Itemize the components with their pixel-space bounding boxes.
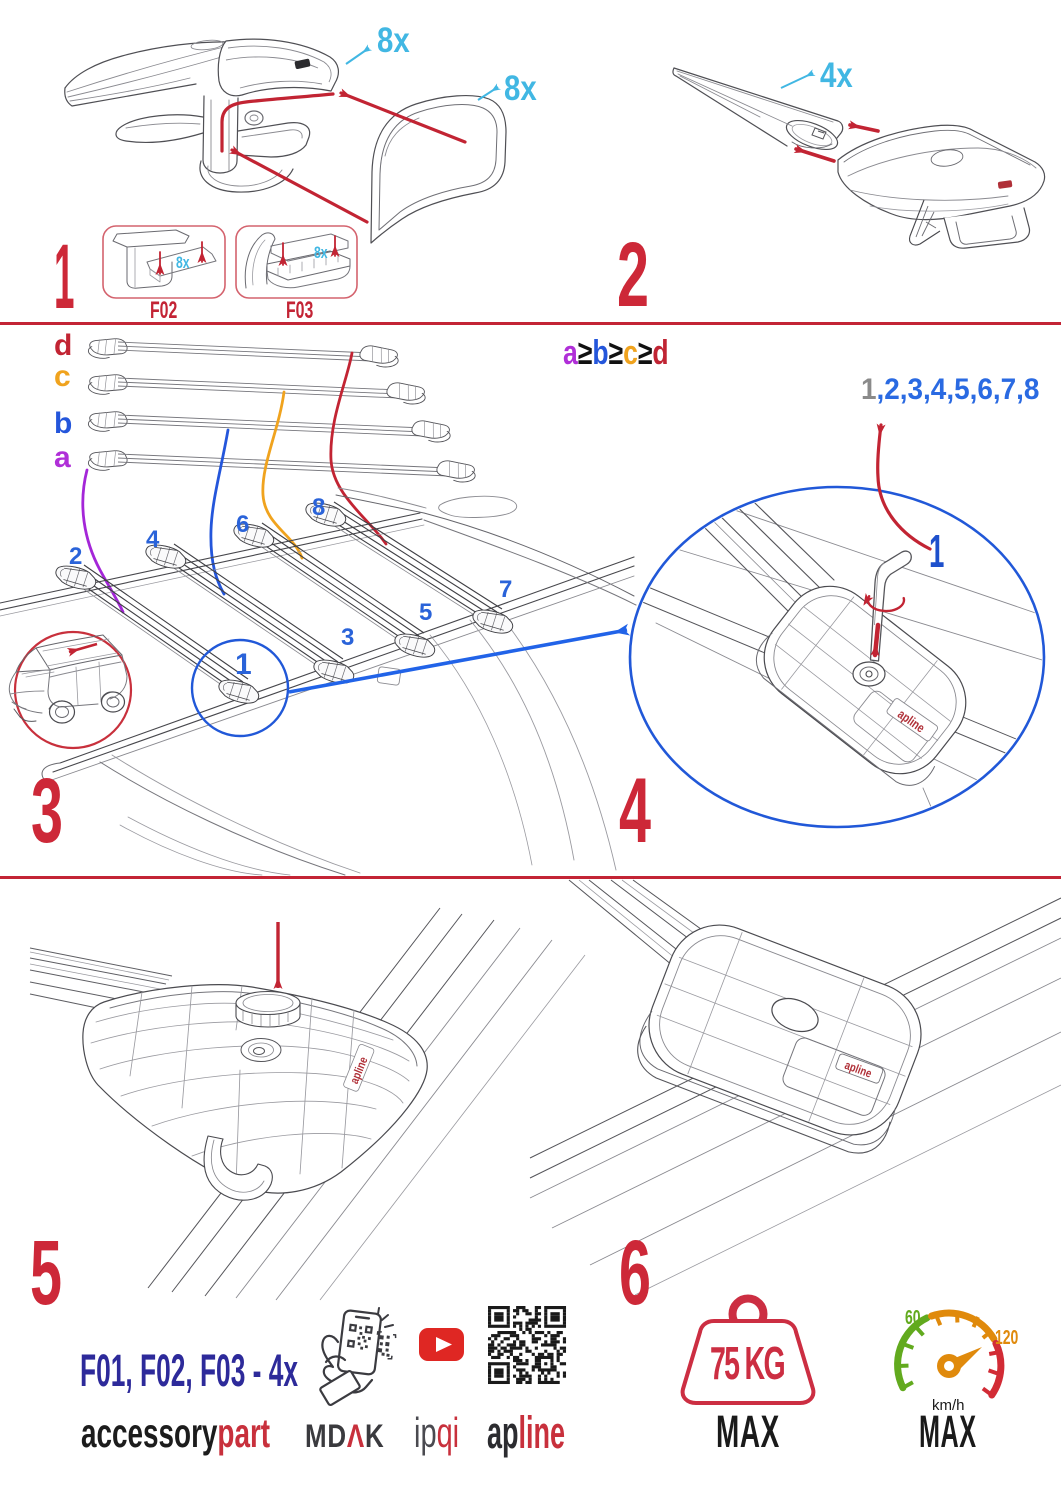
svg-text:60: 60 — [905, 1305, 921, 1328]
svg-text:8x: 8x — [176, 254, 190, 272]
svg-text:75 KG: 75 KG — [710, 1338, 786, 1390]
svg-text:8x: 8x — [504, 69, 537, 108]
svg-text:4x: 4x — [820, 56, 853, 95]
svg-text:120: 120 — [995, 1325, 1018, 1348]
svg-text:8x: 8x — [377, 21, 410, 60]
svg-text:km/h: km/h — [932, 1397, 965, 1414]
svg-text:8x: 8x — [314, 244, 328, 262]
